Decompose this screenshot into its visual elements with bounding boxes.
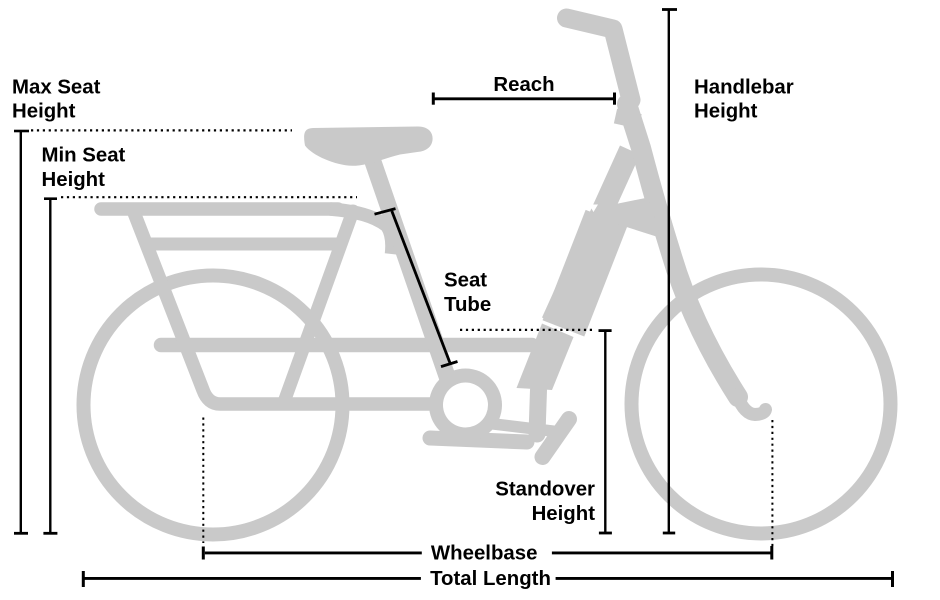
svg-text:Height: Height (42, 169, 106, 191)
svg-text:Standover: Standover (495, 479, 595, 501)
svg-text:Wheelbase: Wheelbase (431, 543, 538, 565)
svg-text:Height: Height (694, 101, 758, 123)
svg-text:Total Length: Total Length (430, 568, 551, 590)
svg-text:Seat: Seat (444, 270, 487, 292)
svg-text:Reach: Reach (493, 74, 554, 96)
svg-text:Min Seat: Min Seat (42, 145, 126, 167)
svg-text:Max Seat: Max Seat (12, 76, 101, 98)
svg-text:Handlebar: Handlebar (694, 76, 794, 98)
svg-text:Height: Height (532, 503, 596, 525)
svg-text:Tube: Tube (444, 294, 491, 316)
svg-text:Height: Height (12, 101, 76, 123)
